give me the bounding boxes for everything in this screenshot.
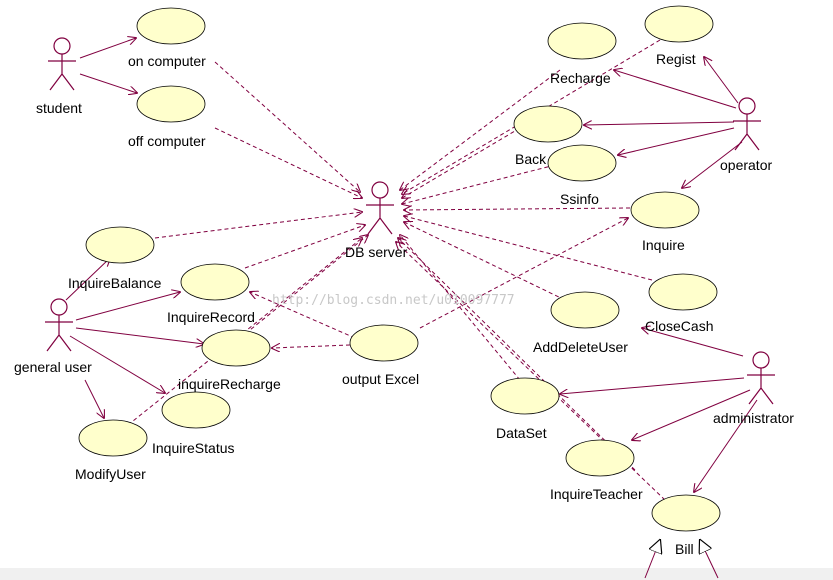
- label-inquire-balance: InquireBalance: [68, 275, 162, 291]
- use-case-add-delete-user[interactable]: [550, 291, 620, 329]
- dep-excel-inquire: [419, 218, 628, 329]
- actor-student[interactable]: [48, 37, 76, 91]
- label-ssinfo: Ssinfo: [560, 191, 599, 207]
- label-on-computer: on computer: [128, 53, 206, 69]
- use-case-inquire-balance[interactable]: [85, 226, 155, 264]
- assoc-admin-closecash: [642, 328, 744, 357]
- actor-db-server[interactable]: [366, 181, 394, 235]
- use-case-inquire-record[interactable]: [180, 263, 250, 301]
- use-case-close-cash[interactable]: [648, 273, 718, 311]
- use-case-regist[interactable]: [644, 5, 714, 43]
- assoc-op-recharge: [614, 70, 737, 109]
- use-case-on-computer[interactable]: [136, 7, 206, 45]
- assoc-op-back: [584, 122, 735, 125]
- assoc-student-on: [79, 38, 136, 59]
- label-student: student: [36, 100, 82, 116]
- actor-general-user[interactable]: [45, 298, 73, 352]
- labels: student on computer off computer DB serv…: [14, 51, 794, 557]
- assoc-user-record: [75, 292, 180, 321]
- dep-add-delete-user: [404, 222, 566, 301]
- association-lines: [65, 38, 758, 579]
- label-add-delete-user: AddDeleteUser: [533, 339, 628, 355]
- label-close-cash: CloseCash: [645, 318, 713, 334]
- actor-administrator[interactable]: [747, 351, 775, 405]
- label-bill: Bill: [675, 541, 694, 557]
- watermark-text: http://blog.csdn.net/u010097777: [272, 293, 515, 308]
- label-operator: operator: [720, 157, 772, 173]
- assoc-user-balance: [65, 258, 110, 301]
- use-case-recharge[interactable]: [547, 22, 617, 60]
- dep-inquire: [404, 208, 631, 210]
- dep-ssinfo: [402, 164, 556, 204]
- dep-on-computer: [214, 61, 360, 192]
- use-case-inquire-teacher[interactable]: [565, 439, 635, 477]
- label-inquire-status: InquireStatus: [152, 440, 235, 456]
- dep-bill: [396, 242, 666, 501]
- assoc-user-status: [69, 335, 165, 393]
- label-back: Back: [515, 151, 547, 167]
- dep-excel-record: [250, 292, 356, 339]
- assoc-admin-dataset: [560, 377, 745, 394]
- label-inquire: Inquire: [642, 237, 685, 253]
- assoc-admin-bill: [694, 399, 758, 492]
- actor-operator[interactable]: [733, 97, 761, 151]
- generalization-right: [700, 540, 719, 579]
- dep-inquire-recharge: [239, 235, 368, 339]
- label-inquire-record: InquireRecord: [167, 309, 255, 325]
- dep-back: [402, 127, 521, 198]
- label-general-user: general user: [14, 359, 92, 375]
- label-off-computer: off computer: [128, 133, 206, 149]
- dep-inquire-record: [244, 225, 365, 269]
- dep-inquire-balance: [154, 212, 362, 239]
- dep-excel-recharge: [272, 345, 351, 348]
- use-case-shapes: [78, 5, 721, 532]
- use-case-modify-user[interactable]: [78, 419, 148, 457]
- label-administrator: administrator: [713, 410, 794, 426]
- label-inquire-recharge: inquireRecharge: [178, 376, 281, 392]
- label-modify-user: ModifyUser: [75, 466, 146, 482]
- dep-close-cash: [404, 216, 653, 281]
- label-regist: Regist: [656, 51, 696, 67]
- label-output-excel: output Excel: [342, 371, 419, 387]
- use-case-inquire[interactable]: [630, 191, 700, 229]
- use-case-back[interactable]: [513, 105, 583, 143]
- assoc-user-recharge: [75, 327, 204, 344]
- footer-band: [0, 568, 833, 580]
- label-recharge: Recharge: [550, 70, 611, 86]
- assoc-user-modify: [84, 379, 104, 418]
- use-case-ssinfo[interactable]: [547, 144, 617, 182]
- generalization-left: [644, 540, 660, 579]
- label-data-set: DataSet: [496, 425, 547, 441]
- use-case-off-computer[interactable]: [136, 85, 206, 123]
- dep-recharge: [400, 69, 561, 190]
- dep-inquire-teacher: [398, 238, 636, 471]
- assoc-op-ssinfo: [618, 127, 735, 155]
- dep-off-computer: [214, 127, 362, 198]
- assoc-admin-teacher: [632, 389, 751, 440]
- label-db-server: DB server: [345, 244, 408, 260]
- assoc-student-off: [79, 73, 137, 93]
- use-case-output-excel[interactable]: [349, 324, 419, 362]
- use-case-inquire-recharge[interactable]: [201, 329, 271, 367]
- assoc-op-inquire: [682, 141, 743, 188]
- label-inquire-teacher: InquireTeacher: [550, 486, 643, 502]
- use-case-data-set[interactable]: [490, 377, 560, 415]
- assoc-op-regist: [704, 57, 739, 104]
- use-case-inquire-status[interactable]: [161, 391, 231, 429]
- use-case-bill[interactable]: [651, 494, 721, 532]
